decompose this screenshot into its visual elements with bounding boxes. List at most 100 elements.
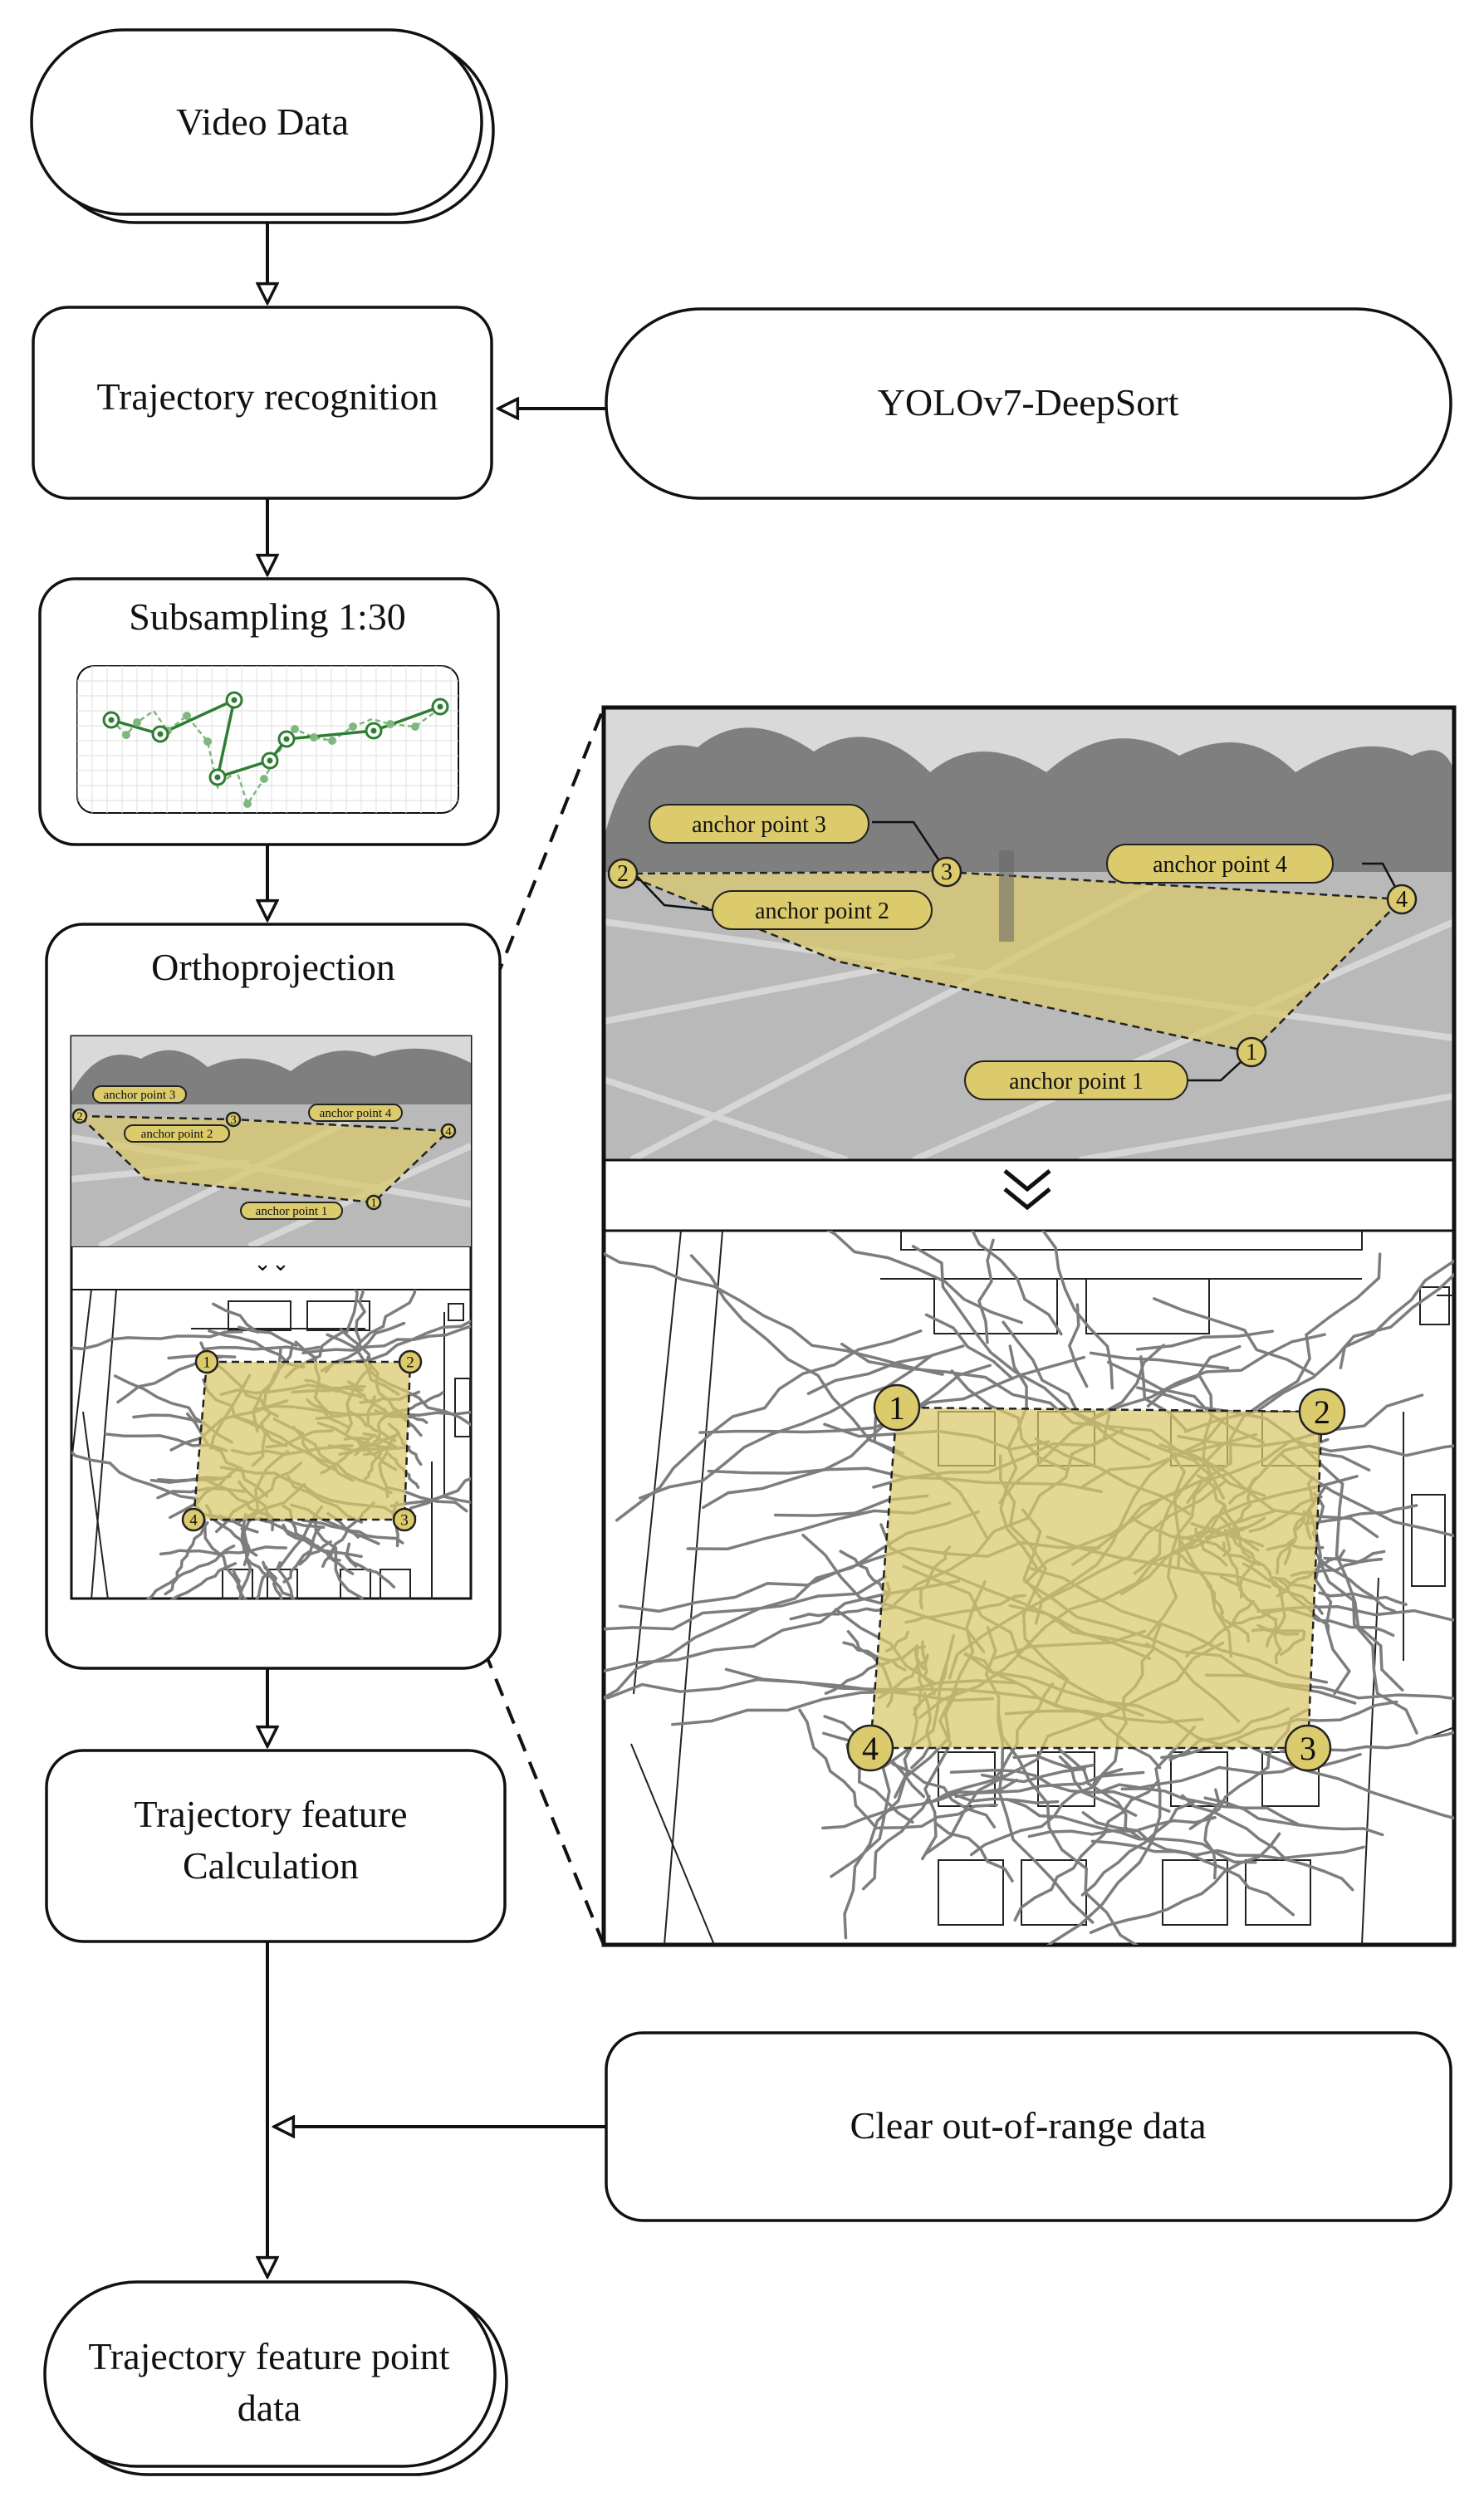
subsample-panel: [76, 665, 459, 814]
trajectory-track: [1046, 1725, 1197, 1945]
small-anchor-2-pill: [124, 1124, 230, 1143]
trajectory-track: [604, 1575, 887, 1631]
subsampling-node: Subsampling 1:30: [38, 577, 500, 846]
subsample-key-dot: [267, 757, 273, 764]
video-data-shape: [30, 28, 483, 216]
trajectory-track: [282, 1526, 322, 1584]
small-anchor-1-pill: [240, 1202, 343, 1220]
subsample-raw-point: [260, 775, 268, 783]
trajectory-track: [798, 1708, 879, 1830]
trajectory-track: [1317, 1557, 1418, 1735]
chevron-down-icon: [1003, 1169, 1051, 1211]
trajectory-track: [345, 1542, 358, 1568]
subsample-key-dot: [370, 727, 377, 734]
clear-data-label: Clear out-of-range data: [850, 2104, 1206, 2147]
trajectory-track: [1041, 1231, 1114, 1390]
trajectory-track: [981, 1767, 1087, 1784]
trajectory-track: [1013, 1779, 1160, 1922]
plan-anchor-1: [873, 1383, 921, 1432]
anchor-4-pill: [1106, 844, 1334, 884]
trajectory-track: [1318, 1591, 1408, 1606]
trajectory-track: [997, 1711, 1139, 1945]
video-data-label: Video Data: [176, 100, 349, 143]
ortho-inset-chevron-icon: ⌄⌄: [253, 1251, 290, 1276]
trajectory-track: [604, 1251, 944, 1376]
feature-calculation-node: Trajectory feature Calculation: [45, 1749, 507, 1943]
subsample-raw-point: [122, 731, 130, 739]
small-photo-anchor-4-num: 4: [445, 1125, 452, 1138]
subsample-grid: [77, 666, 458, 813]
small-photo-anchor-3: [225, 1111, 242, 1128]
subsample-raw-point: [349, 722, 357, 731]
trajectory-track: [298, 1540, 332, 1566]
subsample-raw-point: [291, 725, 299, 733]
output-label-2: data: [238, 2387, 301, 2429]
trajectory-track: [977, 1238, 995, 1344]
small-photo-anchor-3-num: 3: [230, 1114, 237, 1127]
subsample-plot: [102, 691, 449, 808]
small-photo-anchor-4: [440, 1123, 457, 1139]
plan-anchor-2: [1298, 1388, 1346, 1436]
photo-anchor-1: [1236, 1036, 1267, 1068]
trajectory-track: [1237, 1739, 1454, 1820]
plan-anchor-1-num: 1: [203, 1354, 211, 1372]
trajectory-recognition-node: Trajectory recognition: [32, 306, 493, 500]
trajectory-track: [861, 1794, 931, 1891]
output-shape: [43, 2280, 497, 2468]
subsample-key-dot: [437, 703, 443, 710]
trajectory-track: [604, 1579, 960, 1673]
zoom-panel-frame: [601, 705, 1457, 1947]
subsample-raw-point: [310, 733, 318, 742]
trajectory-track: [1012, 1753, 1095, 1770]
plan-anchor-3: [1284, 1724, 1332, 1772]
photo-anchor-1-num: 1: [1246, 1040, 1257, 1065]
trajectory-track: [839, 1550, 892, 1596]
trajectory-track: [258, 1516, 341, 1562]
subsample-key-dot: [283, 736, 290, 742]
trajectory-track: [877, 1803, 998, 1830]
photo-anchor-3-num: 3: [941, 859, 953, 885]
small-plan-projection-area: [192, 1360, 412, 1521]
trajectory-track: [169, 1562, 238, 1599]
subsample-raw-track: [110, 708, 438, 806]
trajectory-track: [1067, 1303, 1089, 1388]
trajectory-track: [301, 1324, 471, 1355]
trajectory-track: [1089, 1832, 1281, 1935]
video-data-node: Video Data: [30, 28, 495, 224]
subsample-raw-point: [386, 720, 394, 728]
plan-anchor-4: [181, 1507, 206, 1532]
plan-anchor-2: [398, 1349, 423, 1374]
trajectory-track: [255, 1565, 271, 1599]
trajectory-track: [71, 1329, 243, 1351]
zoom-photo: anchor point 3 anchor point 2 anchor poi…: [604, 708, 1454, 1160]
plan-anchor-1-num: 1: [889, 1389, 905, 1427]
small-anchor-3-label: anchor point 3: [104, 1089, 176, 1102]
subsample-raw-point: [183, 712, 191, 720]
connectors: [267, 220, 606, 2277]
small-photo-anchor-2-num: 2: [76, 1110, 83, 1124]
trajectory-track: [1027, 1815, 1217, 1839]
small-photo-anchor-1: [365, 1194, 382, 1211]
trajectory-track: [389, 1495, 471, 1508]
yolo-label: YOLOv7-DeepSort: [878, 381, 1179, 424]
plan-anchor-1: [194, 1349, 219, 1374]
zoom-panel: anchor point 3 anchor point 2 anchor poi…: [601, 705, 1457, 1947]
ortho-small-photo: anchor point 3 anchor point 2 anchor poi…: [71, 1036, 471, 1246]
trajectory-track: [345, 1290, 360, 1334]
small-plan-lines: [71, 1290, 471, 1599]
subsample-key-dot: [157, 731, 164, 737]
orthoprojection-node: Orthoprojection ⌄⌄ anchor point 3 anchor…: [45, 923, 502, 1670]
trajectory-track: [789, 1605, 897, 1621]
trajectory-track: [1339, 1259, 1454, 1369]
photo-anchor-2-num: 2: [617, 861, 629, 887]
subsample-downsampled-track: [110, 697, 441, 780]
yolo-node: YOLOv7-DeepSort: [605, 307, 1452, 500]
small-photo-anchor-2: [71, 1108, 88, 1124]
small-anchor-1-label: anchor point 1: [256, 1205, 328, 1218]
trajectory-track: [262, 1560, 283, 1599]
trajectory-track: [1080, 1800, 1196, 1897]
